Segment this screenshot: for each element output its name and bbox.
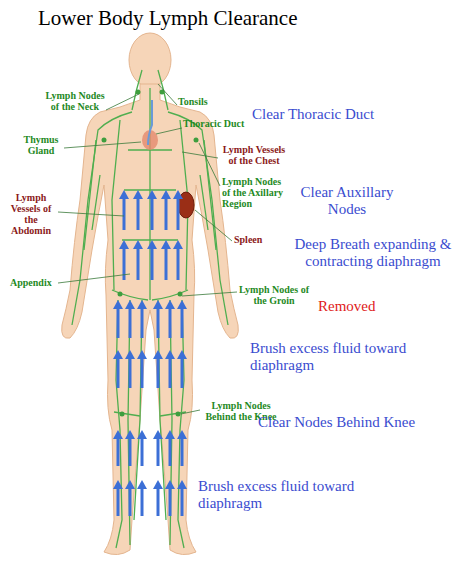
arrow-shaft xyxy=(151,247,154,280)
arrow-shaft xyxy=(137,247,140,280)
part-label: Lymph Nodes of the Groin xyxy=(238,284,310,306)
part-label: Appendix xyxy=(10,277,70,288)
part-label: Thoracic Duct xyxy=(183,118,263,129)
arrow-shaft xyxy=(181,357,184,388)
arrow-shaft xyxy=(169,357,172,388)
arrow-head xyxy=(119,190,129,199)
part-label: Lymph Nodes of the Axillary Region xyxy=(222,176,284,209)
arrow-shaft xyxy=(117,307,120,338)
arrow-head xyxy=(113,350,123,359)
arrow-head xyxy=(137,350,147,359)
arrow-shaft xyxy=(141,307,144,338)
arrow-head xyxy=(147,240,157,249)
arrow-shaft xyxy=(137,197,140,230)
arrow-head xyxy=(125,430,135,439)
arrow-shaft xyxy=(129,437,132,466)
arrow-shaft xyxy=(169,487,172,516)
arrow-head xyxy=(153,480,163,489)
arrow-shaft xyxy=(117,437,120,466)
part-label: Lymph Nodes of the Neck xyxy=(42,90,108,112)
arrow-shaft xyxy=(157,307,160,338)
arrow-head xyxy=(113,430,123,439)
arrow-head xyxy=(147,190,157,199)
arrow-head xyxy=(165,350,175,359)
arrow-shaft xyxy=(117,357,120,388)
arrow-shaft xyxy=(141,357,144,388)
arrow-shaft xyxy=(151,197,154,230)
lymph-network xyxy=(72,70,228,548)
leader-lines xyxy=(58,84,237,414)
arrow-head xyxy=(125,300,135,309)
arrow-head xyxy=(177,350,187,359)
arrow-head xyxy=(177,430,187,439)
arrow-head xyxy=(161,190,171,199)
flow-arrows xyxy=(113,190,187,516)
instruction-text: Clear Auxillary Nodes xyxy=(282,184,412,218)
diagram-title: Lower Body Lymph Clearance xyxy=(38,6,298,31)
arrow-shaft xyxy=(181,487,184,516)
arrow-shaft xyxy=(177,197,180,230)
arrow-head xyxy=(153,350,163,359)
instruction-text: Clear Nodes Behind Knee xyxy=(258,414,464,431)
arrow-shaft xyxy=(129,487,132,516)
arrow-shaft xyxy=(129,307,132,338)
arrow-shaft xyxy=(177,247,180,280)
arrow-head xyxy=(173,190,183,199)
thoracic-duct xyxy=(148,100,152,145)
instruction-text: Brush excess fluid toward diaphragm xyxy=(198,478,358,512)
arrow-shaft xyxy=(165,197,168,230)
arrow-shaft xyxy=(157,357,160,388)
arrow-shaft xyxy=(157,487,160,516)
arrow-head xyxy=(165,430,175,439)
arrow-head xyxy=(161,240,171,249)
arrow-head xyxy=(113,480,123,489)
status-note: Removed xyxy=(318,298,398,315)
arrow-shaft xyxy=(181,307,184,338)
part-label: Lymph Vessels of the Abdomin xyxy=(6,192,56,236)
arrow-head xyxy=(137,480,147,489)
arrow-head xyxy=(133,240,143,249)
arrow-head xyxy=(153,430,163,439)
arrow-head xyxy=(125,480,135,489)
part-label: Tonsils xyxy=(178,96,228,107)
part-label: Lymph Vessels of the Chest xyxy=(218,144,290,166)
instruction-text: Deep Breath expanding & contracting diap… xyxy=(282,236,464,270)
instruction-text: Brush excess fluid toward diaphragm xyxy=(250,340,410,374)
lymph-node-dots xyxy=(102,90,199,417)
arrow-shaft xyxy=(141,487,144,516)
arrow-head xyxy=(153,300,163,309)
arrow-shaft xyxy=(123,197,126,230)
arrow-head xyxy=(137,300,147,309)
arrow-shaft xyxy=(169,437,172,466)
arrow-head xyxy=(137,430,147,439)
head-shape xyxy=(129,33,171,87)
arrow-head xyxy=(113,300,123,309)
part-label: Thymus Gland xyxy=(18,134,64,156)
arrow-head xyxy=(177,480,187,489)
arrow-shaft xyxy=(165,247,168,280)
arrow-shaft xyxy=(169,307,172,338)
part-label: Spleen xyxy=(234,234,284,245)
instruction-text: Clear Thoracic Duct xyxy=(252,106,452,123)
arrow-head xyxy=(165,480,175,489)
arrow-head xyxy=(165,300,175,309)
arrow-head xyxy=(177,300,187,309)
arrow-shaft xyxy=(157,437,160,466)
arrow-head xyxy=(119,240,129,249)
arrow-shaft xyxy=(141,437,144,466)
arrow-head xyxy=(125,350,135,359)
arrow-shaft xyxy=(129,357,132,388)
arrow-shaft xyxy=(181,437,184,466)
arrow-head xyxy=(133,190,143,199)
arrow-head xyxy=(173,240,183,249)
arrow-shaft xyxy=(117,487,120,516)
